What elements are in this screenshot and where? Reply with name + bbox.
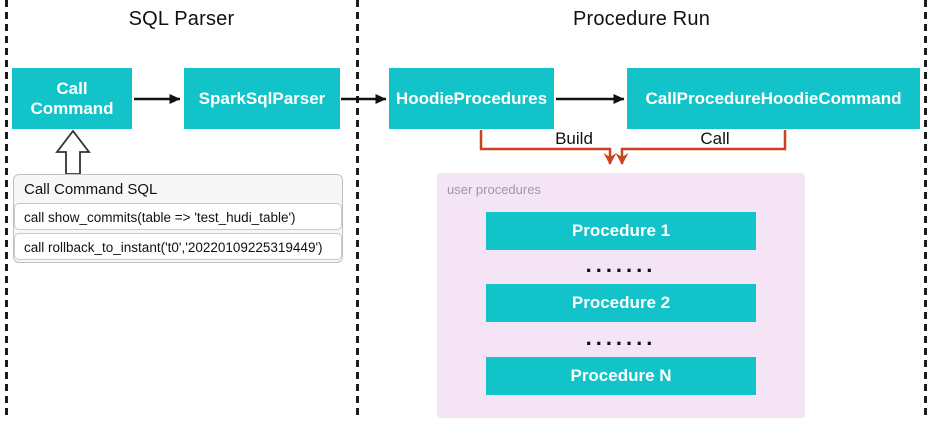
sql-parser-section-title: SQL Parser — [128, 8, 235, 30]
hoodie-procedures-node: HoodieProcedures — [389, 68, 554, 129]
call-command-sql-box: Call Command SQL call show_commits(table… — [13, 174, 343, 263]
procedure-2-node: Procedure 2 — [486, 284, 756, 322]
ellipsis-dots: ....... — [585, 325, 657, 350]
build-edge-label: Build — [555, 129, 593, 148]
user-procedures-label: user procedures — [447, 182, 541, 197]
section-divider-dashed — [356, 0, 359, 417]
procedure-1-node: Procedure 1 — [486, 212, 756, 250]
procedure-n-node: Procedure N — [486, 357, 756, 395]
spark-sql-parser-node: SparkSqlParser — [184, 68, 340, 129]
procedure-run-section-title: Procedure Run — [572, 8, 711, 30]
up-arrow-icon — [55, 129, 91, 175]
sql-statement-row: call rollback_to_instant('t0','202201092… — [14, 233, 342, 260]
left-dashed-border — [5, 0, 8, 417]
sql-box-title: Call Command SQL — [24, 181, 158, 198]
call-procedure-hoodie-command-node: CallProcedureHoodieCommand — [627, 68, 920, 129]
sql-statement-row: call show_commits(table => 'test_hudi_ta… — [14, 203, 342, 230]
call-command-node: Call Command — [12, 68, 132, 129]
call-edge-label: Call — [700, 129, 730, 148]
ellipsis-dots: ....... — [585, 252, 657, 277]
user-procedures-panel: user procedures Procedure 1 ....... Proc… — [437, 173, 805, 418]
right-dashed-border — [924, 0, 927, 417]
